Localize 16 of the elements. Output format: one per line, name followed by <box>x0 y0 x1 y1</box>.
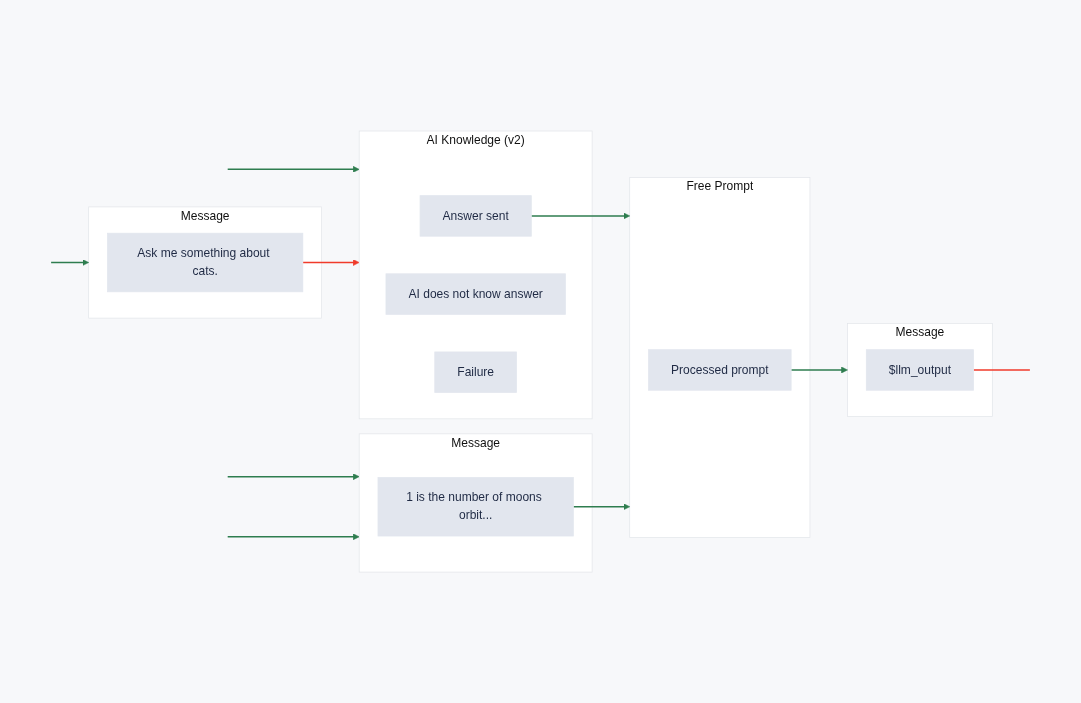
node-box: Processed prompt <box>648 349 792 391</box>
node-box: Answer sent <box>419 195 532 237</box>
arrow <box>790 366 848 374</box>
connector <box>972 369 1031 371</box>
arrow <box>50 259 89 266</box>
arrow <box>572 503 630 510</box>
node-box: $llm_output <box>865 349 974 391</box>
arrow <box>302 259 360 266</box>
node-box: Failure <box>434 351 517 393</box>
node-box: AI does not know answer <box>385 273 566 315</box>
arrow <box>530 212 630 220</box>
node-box: 1 is the number of moons orbit... <box>377 477 574 537</box>
arrow <box>226 473 360 480</box>
arrow <box>226 165 360 173</box>
node-box: Ask me something about cats. <box>107 232 304 293</box>
arrow <box>226 533 360 540</box>
